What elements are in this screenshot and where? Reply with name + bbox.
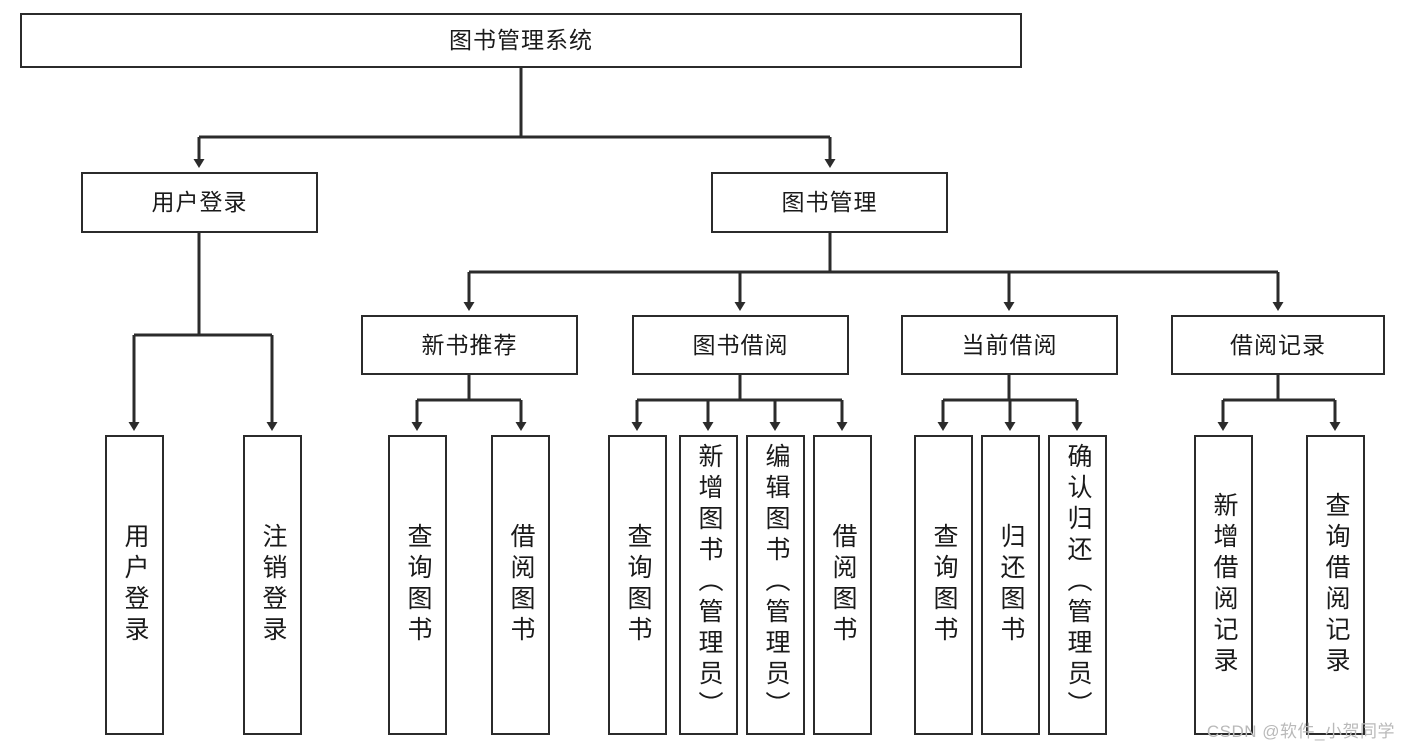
node-label: 新增图书（管理员） <box>695 443 723 722</box>
node-label: 图书管理 <box>781 189 878 215</box>
node-leaf-query-book-recommend[interactable]: 查询图书 <box>388 435 447 735</box>
node-leaf-query-borrow-record[interactable]: 查询借阅记录 <box>1306 435 1365 735</box>
node-label: 用户登录 <box>121 523 149 647</box>
node-borrow-record[interactable]: 借阅记录 <box>1171 315 1385 375</box>
node-label: 当前借阅 <box>961 331 1058 358</box>
node-leaf-logout-login[interactable]: 注销登录 <box>243 435 302 735</box>
node-label: 注销登录 <box>259 523 287 647</box>
node-leaf-return-book[interactable]: 归还图书 <box>981 435 1040 735</box>
node-label: 归还图书 <box>997 523 1025 647</box>
node-label: 图书借阅 <box>692 331 789 358</box>
node-label: 借阅记录 <box>1230 331 1326 358</box>
node-leaf-edit-book-admin[interactable]: 编辑图书（管理员） <box>746 435 805 735</box>
node-leaf-borrow-book-recommend[interactable]: 借阅图书 <box>491 435 550 735</box>
node-label: 编辑图书（管理员） <box>762 443 790 722</box>
node-current-borrow[interactable]: 当前借阅 <box>901 315 1118 375</box>
node-label: 确认归还（管理员） <box>1064 443 1092 722</box>
node-label: 新增借阅记录 <box>1210 492 1238 678</box>
node-label: 借阅图书 <box>829 523 857 647</box>
node-new-book-recommend[interactable]: 新书推荐 <box>361 315 578 375</box>
node-leaf-confirm-return-admin[interactable]: 确认归还（管理员） <box>1048 435 1107 735</box>
watermark-text: CSDN @软件_小贺同学 <box>1206 722 1395 741</box>
node-leaf-add-borrow-record[interactable]: 新增借阅记录 <box>1194 435 1253 735</box>
node-label: 图书管理系统 <box>449 27 593 53</box>
node-leaf-user-login[interactable]: 用户登录 <box>105 435 164 735</box>
node-label: 新书推荐 <box>421 331 518 358</box>
node-label: 查询图书 <box>624 523 652 647</box>
node-label: 借阅图书 <box>507 523 535 647</box>
node-user-login[interactable]: 用户登录 <box>81 172 318 233</box>
node-label: 查询图书 <box>930 523 958 647</box>
node-leaf-query-book-current[interactable]: 查询图书 <box>914 435 973 735</box>
node-book-borrow[interactable]: 图书借阅 <box>632 315 849 375</box>
node-book-management[interactable]: 图书管理 <box>711 172 948 233</box>
node-root-book-management-system[interactable]: 图书管理系统 <box>20 13 1022 68</box>
node-label: 用户登录 <box>151 189 248 215</box>
node-leaf-borrow-book[interactable]: 借阅图书 <box>813 435 872 735</box>
node-leaf-add-book-admin[interactable]: 新增图书（管理员） <box>679 435 738 735</box>
node-label: 查询借阅记录 <box>1322 492 1350 678</box>
node-leaf-query-book-borrow[interactable]: 查询图书 <box>608 435 667 735</box>
node-label: 查询图书 <box>404 523 432 647</box>
